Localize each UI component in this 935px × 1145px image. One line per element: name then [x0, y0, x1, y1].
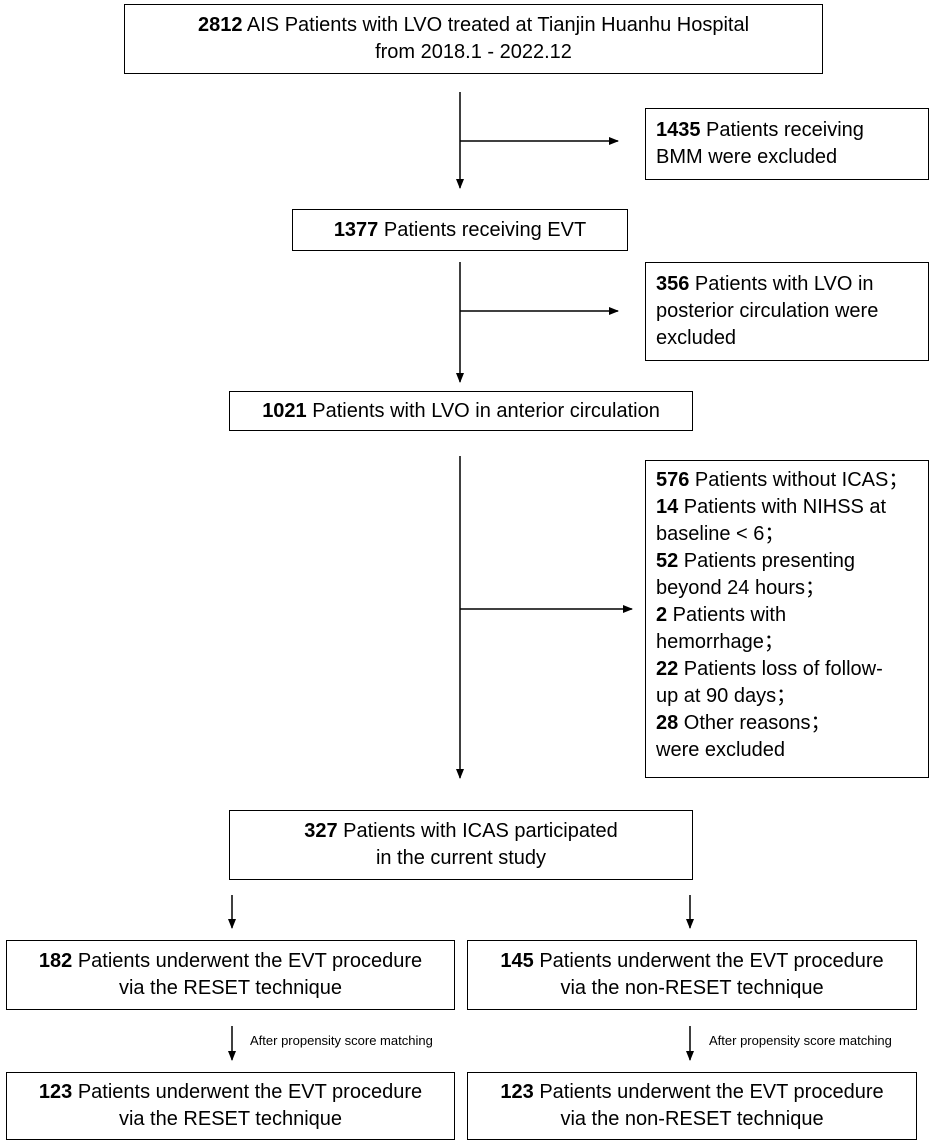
- excl-multi-count: 22: [656, 658, 679, 680]
- reset-matched-count: 123: [38, 1081, 73, 1103]
- total-count: 2812: [197, 14, 243, 36]
- excl-multi-text: hemorrhage；: [656, 631, 784, 653]
- excl-multi-line: 14 Patients with NIHSS at: [656, 494, 918, 521]
- reset-count: 182: [38, 950, 73, 972]
- excl-posterior-text-3: excluded: [656, 327, 737, 349]
- box-reset-group: 182 Patients underwent the EVT procedure…: [6, 940, 455, 1010]
- excl-multi-text: up at 90 days；: [656, 685, 797, 707]
- box-excluded-multiple: 576 Patients without ICAS；14 Patients wi…: [645, 460, 929, 778]
- excl-multi-list: 576 Patients without ICAS；14 Patients wi…: [656, 467, 918, 764]
- reset-text-1: Patients underwent the EVT procedure: [72, 950, 423, 972]
- excl-posterior-text-1: Patients with LVO in: [689, 273, 874, 295]
- box-reset-matched: 123 Patients underwent the EVT procedure…: [6, 1072, 455, 1140]
- psm-note-right: After propensity score matching: [709, 1033, 892, 1048]
- box-icas-participants: 327 Patients with ICAS participated in t…: [229, 810, 693, 880]
- excl-multi-text: Patients with NIHSS at: [678, 496, 887, 518]
- excl-multi-line: were excluded: [656, 737, 918, 764]
- evt-count: 1377: [333, 218, 379, 241]
- excl-posterior-text-2: posterior circulation were: [656, 300, 879, 322]
- excl-multi-count: 14: [656, 496, 679, 518]
- evt-text: Patients receiving EVT: [378, 218, 587, 241]
- excl-multi-line: hemorrhage；: [656, 629, 918, 656]
- total-text-2: from 2018.1 - 2022.12: [375, 41, 572, 63]
- nonreset-matched-count: 123: [500, 1081, 534, 1103]
- excl-multi-line: 28 Other reasons；: [656, 710, 918, 737]
- excl-multi-line: up at 90 days；: [656, 683, 918, 710]
- nonreset-count: 145: [500, 950, 534, 972]
- excl-multi-line: 576 Patients without ICAS；: [656, 467, 918, 494]
- reset-text-2: via the RESET technique: [118, 977, 343, 999]
- box-evt-patients: 1377 Patients receiving EVT: [292, 209, 628, 251]
- excl-multi-count: 576: [656, 469, 690, 491]
- box-nonreset-matched: 123 Patients underwent the EVT procedure…: [467, 1072, 917, 1140]
- box-excluded-bmm: 1435 Patients receiving BMM were exclude…: [645, 108, 929, 180]
- excl-multi-line: 52 Patients presenting: [656, 548, 918, 575]
- icas-count: 327: [304, 820, 338, 842]
- icas-text-1: Patients with ICAS participated: [337, 820, 618, 842]
- excl-multi-text: Patients with: [667, 604, 787, 626]
- box-excluded-posterior: 356 Patients with LVO in posterior circu…: [645, 262, 929, 361]
- excl-multi-line: baseline < 6；: [656, 521, 918, 548]
- box-total-patients: 2812 AIS Patients with LVO treated at Ti…: [124, 4, 823, 74]
- excl-multi-text: were excluded: [656, 739, 785, 761]
- excl-bmm-text-2: BMM were excluded: [656, 146, 838, 168]
- excl-multi-line: beyond 24 hours；: [656, 575, 918, 602]
- total-text-1: AIS Patients with LVO treated at Tianjin…: [242, 14, 750, 36]
- nonreset-matched-text-2: via the non-RESET technique: [560, 1108, 824, 1130]
- nonreset-text-2: via the non-RESET technique: [560, 977, 824, 999]
- excl-multi-count: 28: [656, 712, 679, 734]
- nonreset-matched-text-1: Patients underwent the EVT procedure: [533, 1081, 884, 1103]
- nonreset-text-1: Patients underwent the EVT procedure: [533, 950, 884, 972]
- anterior-count: 1021: [262, 399, 307, 422]
- excl-multi-text: Patients loss of follow-: [678, 658, 883, 680]
- excl-bmm-text-1: Patients receiving: [700, 119, 864, 141]
- reset-matched-text-1: Patients underwent the EVT procedure: [72, 1081, 423, 1103]
- anterior-text: Patients with LVO in anterior circulatio…: [306, 399, 660, 422]
- excl-multi-line: 2 Patients with: [656, 602, 918, 629]
- excl-multi-text: beyond 24 hours；: [656, 577, 826, 599]
- excl-multi-text: Patients presenting: [678, 550, 856, 572]
- excl-multi-text: baseline < 6；: [656, 523, 785, 545]
- icas-text-2: in the current study: [375, 847, 547, 869]
- reset-matched-text-2: via the RESET technique: [118, 1108, 343, 1130]
- box-anterior-circulation: 1021 Patients with LVO in anterior circu…: [229, 391, 693, 431]
- excl-multi-text: Other reasons；: [678, 712, 831, 734]
- excl-posterior-count: 356: [656, 273, 690, 295]
- excl-multi-count: 52: [656, 550, 679, 572]
- box-nonreset-group: 145 Patients underwent the EVT procedure…: [467, 940, 917, 1010]
- excl-multi-text: Patients without ICAS；: [689, 469, 909, 491]
- excl-multi-count: 2: [656, 604, 668, 626]
- psm-note-left: After propensity score matching: [250, 1033, 433, 1048]
- excl-bmm-count: 1435: [656, 119, 701, 141]
- excl-multi-line: 22 Patients loss of follow-: [656, 656, 918, 683]
